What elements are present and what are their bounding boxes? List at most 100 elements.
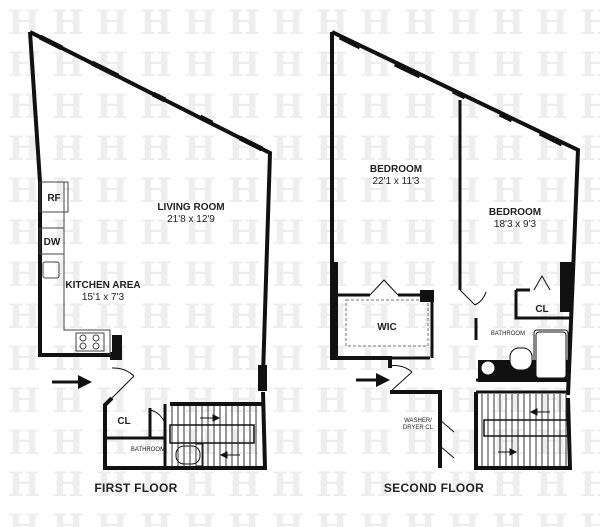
watermark-glyph: H xyxy=(316,465,348,505)
watermark-glyph: H xyxy=(580,171,600,211)
watermark-glyph: H xyxy=(492,45,524,85)
watermark-glyph: H xyxy=(536,45,568,85)
watermark-glyph: H xyxy=(52,3,84,43)
watermark-glyph: H xyxy=(492,423,524,463)
first-floor-stair-rails xyxy=(169,424,255,444)
watermark-glyph: H xyxy=(228,339,260,379)
second-floor-closet-label: CL xyxy=(535,304,548,315)
watermark-glyph: H xyxy=(140,507,172,527)
watermark-glyph: H xyxy=(184,3,216,43)
watermark-glyph: H xyxy=(140,297,172,337)
watermark-glyph: H xyxy=(404,465,436,505)
entry-arrow-second-floor xyxy=(356,373,390,387)
bedroom-2-label: BEDROOM xyxy=(489,207,541,218)
toilet xyxy=(175,445,201,465)
first-floor-title: FIRST FLOOR xyxy=(94,481,177,495)
watermark-glyph: H xyxy=(448,507,480,527)
watermark-glyph: H xyxy=(8,339,40,379)
washer-dryer-label-line1: WASHER/ xyxy=(404,418,432,424)
watermark-glyph: H xyxy=(8,213,40,253)
watermark-glyph: H xyxy=(96,507,128,527)
watermark-glyph: H xyxy=(404,3,436,43)
first-floor-wall-block xyxy=(258,365,267,391)
watermark-glyph: H xyxy=(52,339,84,379)
watermark-glyph: H xyxy=(96,255,128,295)
kitchen-sink xyxy=(42,261,60,279)
watermark-glyph: H xyxy=(360,507,392,527)
watermark-glyph: H xyxy=(272,465,304,505)
watermark-glyph: H xyxy=(536,507,568,527)
bedroom-2-closet xyxy=(459,274,572,320)
watermark-glyph: H xyxy=(360,87,392,127)
watermark-glyph: H xyxy=(448,129,480,169)
watermark-glyph: H xyxy=(448,213,480,253)
entry-door-second-floor xyxy=(389,365,413,393)
watermark-glyph: H xyxy=(492,465,524,505)
watermark-glyph: H xyxy=(448,465,480,505)
stair-direction-arrows-second xyxy=(498,408,550,456)
watermark-glyph: H xyxy=(8,255,40,295)
watermark-glyph: H xyxy=(272,171,304,211)
watermark-glyph: H xyxy=(96,171,128,211)
watermark-glyph: H xyxy=(536,423,568,463)
watermark-glyph: H xyxy=(580,381,600,421)
watermark-glyph: H xyxy=(272,297,304,337)
bedroom-1-label: BEDROOM xyxy=(370,164,422,175)
watermark-glyph: H xyxy=(184,465,216,505)
watermark-glyph: H xyxy=(184,507,216,527)
watermark-glyph: H xyxy=(184,381,216,421)
watermark-glyph: H xyxy=(580,213,600,253)
watermark-glyph: H xyxy=(404,129,436,169)
refrigerator-label: RF xyxy=(47,193,60,204)
watermark-glyph: H xyxy=(536,465,568,505)
watermark-glyph: H xyxy=(8,507,40,527)
watermark-glyph: H xyxy=(492,381,524,421)
watermark-glyph: H xyxy=(228,171,260,211)
watermark-glyph: H xyxy=(140,423,172,463)
watermark-glyph: H xyxy=(492,171,524,211)
first-floor-closet-bath xyxy=(105,404,204,468)
watermark-glyph: H xyxy=(140,339,172,379)
second-floor-title: SECOND FLOOR xyxy=(384,481,484,495)
watermark-glyph: H xyxy=(272,507,304,527)
watermark-glyph: H xyxy=(316,423,348,463)
watermark-glyph: H xyxy=(140,3,172,43)
entry-door-first-floor xyxy=(111,367,135,399)
watermark-glyph: H xyxy=(272,381,304,421)
first-floor-plan: LIVING ROOM 21'8 x 12'9 KITCHEN AREA 15'… xyxy=(28,30,273,495)
watermark-glyph: H xyxy=(96,213,128,253)
kitchen-area-dimensions: 15'1 x 7'3 xyxy=(82,292,125,303)
watermark-glyph: H xyxy=(8,423,40,463)
watermark-glyph: H xyxy=(52,213,84,253)
watermark-glyph: H xyxy=(184,339,216,379)
watermark-glyph: H xyxy=(228,213,260,253)
watermark-glyph: H xyxy=(184,129,216,169)
watermark-glyph: H xyxy=(448,171,480,211)
watermark-glyph: H xyxy=(140,45,172,85)
stair-direction-arrows-first xyxy=(200,414,240,459)
watermark-glyph: H xyxy=(52,297,84,337)
entry-arrow-first-floor xyxy=(52,375,92,389)
watermark-glyph: H xyxy=(360,129,392,169)
watermark-glyph: H xyxy=(580,297,600,337)
watermark-glyph: H xyxy=(360,171,392,211)
watermark-glyph: H xyxy=(580,465,600,505)
watermark-glyph: H xyxy=(8,465,40,505)
watermark-glyph: H xyxy=(96,3,128,43)
watermark-glyph: H xyxy=(184,255,216,295)
watermark-glyph: H xyxy=(184,171,216,211)
watermark-glyph: H xyxy=(8,171,40,211)
watermark-glyph: H xyxy=(272,3,304,43)
second-floor-bathroom-label: BATHROOM xyxy=(491,331,525,337)
watermark-glyph: H xyxy=(228,507,260,527)
watermark-glyph: H xyxy=(580,423,600,463)
second-floor-stair-rails xyxy=(483,419,569,437)
watermark-glyph: H xyxy=(184,45,216,85)
second-floor-east-block xyxy=(560,262,572,312)
watermark-glyph: H xyxy=(96,297,128,337)
watermark-glyph: H xyxy=(272,339,304,379)
first-floor-windows xyxy=(38,34,264,152)
second-floor-stairs xyxy=(481,394,567,466)
watermark-glyph: H xyxy=(536,3,568,43)
